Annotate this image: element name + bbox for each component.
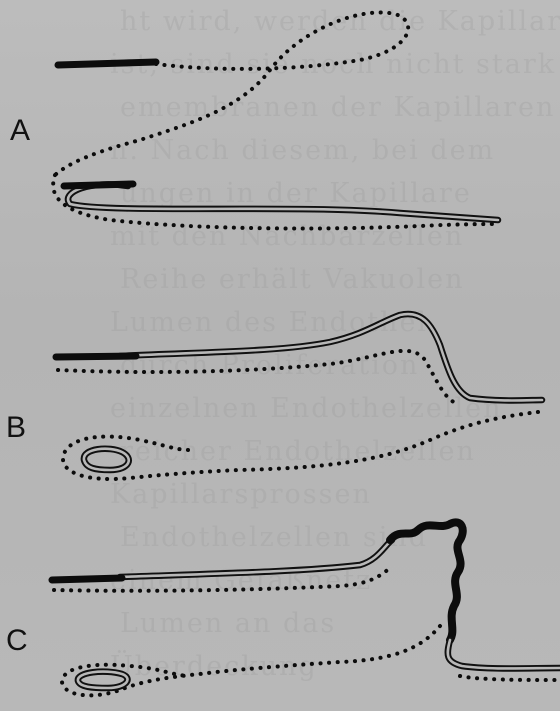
panel-c-thick-sprout bbox=[52, 578, 122, 580]
panel-c-descending-tube-outline bbox=[448, 640, 560, 669]
panel-label-a: A bbox=[10, 114, 30, 147]
panel-label-c: C bbox=[6, 624, 28, 657]
panel-label-b: B bbox=[6, 411, 26, 444]
panel-c-dotted-outline-right bbox=[460, 676, 560, 680]
background-text-line: mit den Nachbarzellen bbox=[110, 221, 464, 252]
background-text-line: Reihe erhält Vakuolen bbox=[120, 264, 464, 295]
background-text-line: emembranen der Kapillaren bbox=[120, 92, 555, 123]
background-text-line: ungen in der Kapillare bbox=[120, 178, 472, 209]
background-text-line: ist, sind sie noch nicht stark bbox=[110, 49, 556, 80]
background-text-line: Lumen an das bbox=[120, 608, 336, 639]
panel-b-thick-sprout bbox=[56, 356, 136, 357]
panel-a-thick-sprout-top bbox=[58, 62, 156, 65]
background-text-line: n. Nach diesem, bei dem bbox=[110, 135, 495, 166]
background-text-line: Kapillarsprossen bbox=[110, 479, 372, 510]
background-text-line: reicher Endothelzellen bbox=[120, 436, 476, 467]
background-text-line: einzelnen Endothelzellen bbox=[110, 393, 503, 424]
panel-a-thick-sprout-bottom bbox=[64, 184, 133, 186]
